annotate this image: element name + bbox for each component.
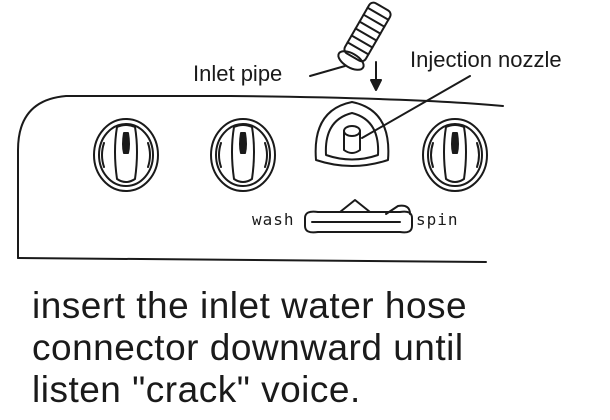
wash-label: wash xyxy=(252,210,295,229)
spin-label: spin xyxy=(416,210,459,229)
inlet-pipe-leader xyxy=(309,65,346,77)
nozzle-leader xyxy=(361,75,471,139)
panel-outline xyxy=(17,95,504,259)
inlet-pipe-label: Inlet pipe xyxy=(193,61,283,86)
knob-icon xyxy=(93,118,159,192)
injection-nozzle-label: Injection nozzle xyxy=(410,47,562,72)
washer-control-panel xyxy=(17,1,504,263)
knob-icon xyxy=(422,118,488,192)
caption-line-2: connector downward until xyxy=(32,327,464,368)
panel-bottom-edge xyxy=(17,257,487,263)
caption-line-3: listen "crack" voice. xyxy=(32,369,361,410)
caption-line-1: insert the inlet water hose xyxy=(32,285,468,326)
selector-switch-icon xyxy=(304,199,413,234)
injection-nozzle-icon xyxy=(314,101,390,167)
instruction-caption: insert the inlet water hose connector do… xyxy=(32,285,602,411)
inlet-pipe-icon xyxy=(337,1,392,71)
knob-icon xyxy=(210,118,276,192)
down-arrow-icon xyxy=(370,61,382,91)
